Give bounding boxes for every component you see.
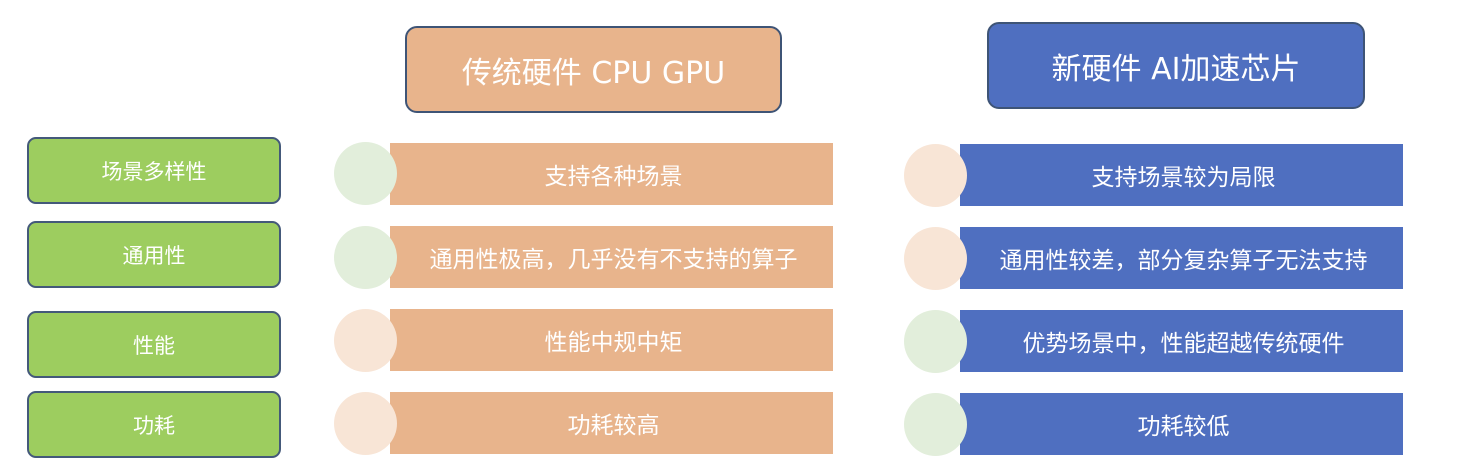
new-row-marker xyxy=(904,227,967,290)
new-row-marker xyxy=(904,393,967,456)
traditional-generality-cell: 通用性极高，几乎没有不支持的算子 xyxy=(390,226,833,288)
traditional-row-marker xyxy=(334,309,397,372)
category-performance: 性能 xyxy=(27,311,281,378)
new-row-marker xyxy=(904,310,967,373)
traditional-power-cell: 功耗较高 xyxy=(390,392,833,454)
traditional-performance-cell: 性能中规中矩 xyxy=(390,309,833,371)
category-power-consumption: 功耗 xyxy=(27,391,281,458)
header-traditional-hardware: 传统硬件 CPU GPU xyxy=(405,26,782,113)
new-scenario-cell: 支持场景较为局限 xyxy=(960,144,1403,206)
traditional-scenario-cell: 支持各种场景 xyxy=(390,143,833,205)
category-scenario-diversity: 场景多样性 xyxy=(27,137,281,204)
traditional-row-marker xyxy=(334,142,397,205)
new-power-cell: 功耗较低 xyxy=(960,393,1403,455)
new-row-marker xyxy=(904,144,967,207)
new-performance-cell: 优势场景中，性能超越传统硬件 xyxy=(960,310,1403,372)
new-generality-cell: 通用性较差，部分复杂算子无法支持 xyxy=(960,227,1403,289)
category-generality: 通用性 xyxy=(27,221,281,288)
header-new-hardware: 新硬件 AI加速芯片 xyxy=(987,22,1365,109)
traditional-row-marker xyxy=(334,392,397,455)
traditional-row-marker xyxy=(334,226,397,289)
